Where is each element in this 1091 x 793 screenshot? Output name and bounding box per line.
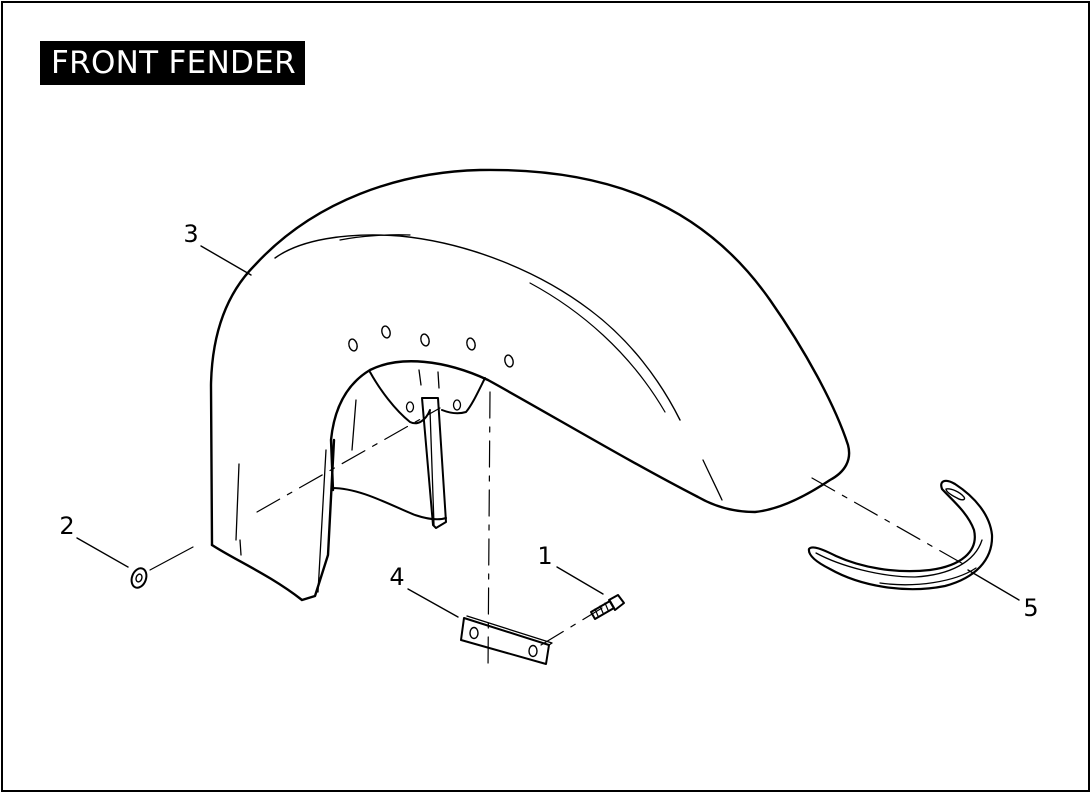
- page-title: FRONT FENDER: [40, 41, 305, 85]
- callout-5: 5: [1023, 594, 1038, 622]
- fender-tip-trim-part: [807, 479, 994, 591]
- callout-4: 4: [389, 563, 404, 591]
- assembly-center-lines: [256, 391, 966, 671]
- bracket-plate-part: [460, 615, 553, 665]
- callout-1: 1: [537, 542, 552, 570]
- screw-part: [590, 594, 625, 620]
- callout-leader-lines: [76, 245, 1020, 618]
- washer-part: [130, 546, 194, 589]
- fender-body: [209, 168, 851, 602]
- callout-2: 2: [59, 512, 74, 540]
- callout-3: 3: [183, 220, 198, 248]
